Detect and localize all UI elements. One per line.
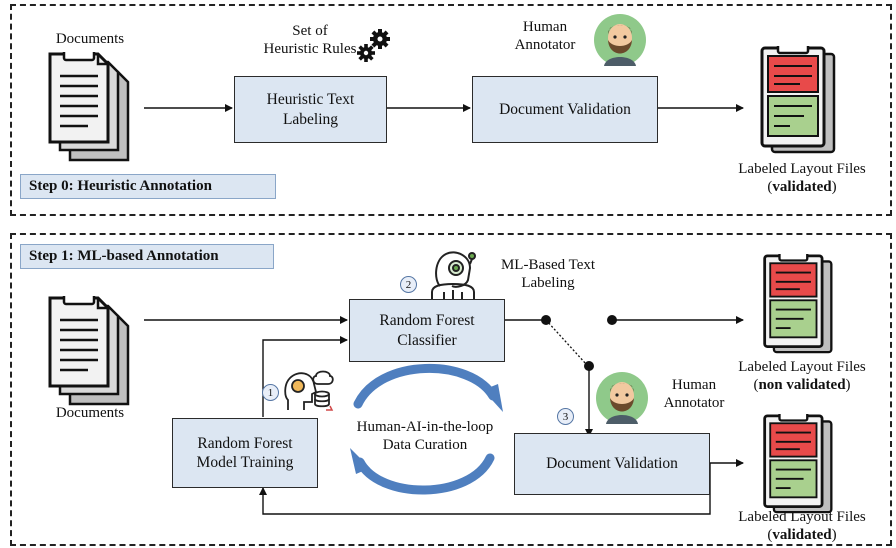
rf-training-line2: Model Training [196,454,294,471]
step1-panel [10,233,892,546]
step0-documents-label: Documents [55,31,125,47]
step0-annotator-label: Human Annotator [500,18,590,54]
step0-output-line1: Labeled Layout Files [738,161,866,177]
step-number-2: 2 [400,276,417,293]
rf-classifier-line1: Random Forest [379,312,475,330]
human-ai-loop-label: Human-AI-in-the-loop Data Curation [330,418,520,454]
step0-output-label: Labeled Layout Files (validated) [722,160,882,196]
brain-database-icon [284,370,334,411]
ml-labeling-label: ML-Based Text Labeling [488,256,608,292]
loop-line2: Data Curation [382,437,468,453]
ml-label-line2: Labeling [521,275,575,291]
step1-annotator-line2: Annotator [663,395,725,411]
step1-document-validation-box: Document Validation [514,433,710,495]
rf-training-line1: Random Forest [197,434,293,452]
heuristic-box-line1: Heuristic Text [266,91,355,109]
step0-output-bold: validated [772,179,832,195]
random-forest-training-box: Random Forest Model Training [172,418,318,488]
step1-documents-label: Documents [55,405,125,421]
step0-annotator-line1: Human [522,19,568,35]
step1-annotator-label: Human Annotator [652,376,736,412]
labeled-files-nonvalidated-icon [763,254,833,354]
rf-classifier-line2: Classifier [397,331,457,349]
out-nv-bold: non validated [758,377,846,393]
human-annotator-avatar-icon [596,372,648,424]
step1-output-nonvalidated-label: Labeled Layout Files (non validated) [722,358,882,394]
ml-label-line1: ML-Based Text [500,257,596,273]
step0-title: Step 0: Heuristic Annotation [20,174,276,199]
paren-open: ( [767,527,773,543]
paren-close: ) [831,179,837,195]
loop-line1: Human-AI-in-the-loop [356,419,494,435]
step0-annotator-line2: Annotator [514,37,576,53]
labeled-files-validated-icon [760,46,836,154]
paren-open: ( [753,377,759,393]
labeled-files-validated-icon [763,414,833,514]
heuristic-text-labeling-box: Heuristic Text Labeling [234,76,387,143]
gears-icon [357,29,390,62]
rules-label: Set of Heuristic Rules [250,22,370,58]
step0-document-validation-box: Document Validation [472,76,658,143]
paren-close: ) [845,377,851,393]
step1-output-validated-label: Labeled Layout Files (validated) [722,508,882,544]
heuristic-box-line2: Labeling [282,110,339,128]
paren-open: ( [767,179,773,195]
robot-head-icon [431,251,476,300]
random-forest-classifier-box: Random Forest Classifier [349,299,505,362]
rules-label-line2: Heuristic Rules [263,41,357,57]
step1-annotator-line1: Human [671,377,717,393]
document-stack-icon [48,52,130,162]
out-v-bold: validated [772,527,832,543]
rules-label-line1: Set of [292,23,328,39]
paren-close: ) [831,527,837,543]
out-nv-line1: Labeled Layout Files [738,359,866,375]
out-v-line1: Labeled Layout Files [738,509,866,525]
document-stack-icon [48,296,130,406]
step0-panel [10,4,892,216]
human-annotator-avatar-icon [594,14,646,66]
step1-title: Step 1: ML-based Annotation [20,244,274,269]
step-number-1: 1 [262,384,279,401]
step-number-3: 3 [557,408,574,425]
